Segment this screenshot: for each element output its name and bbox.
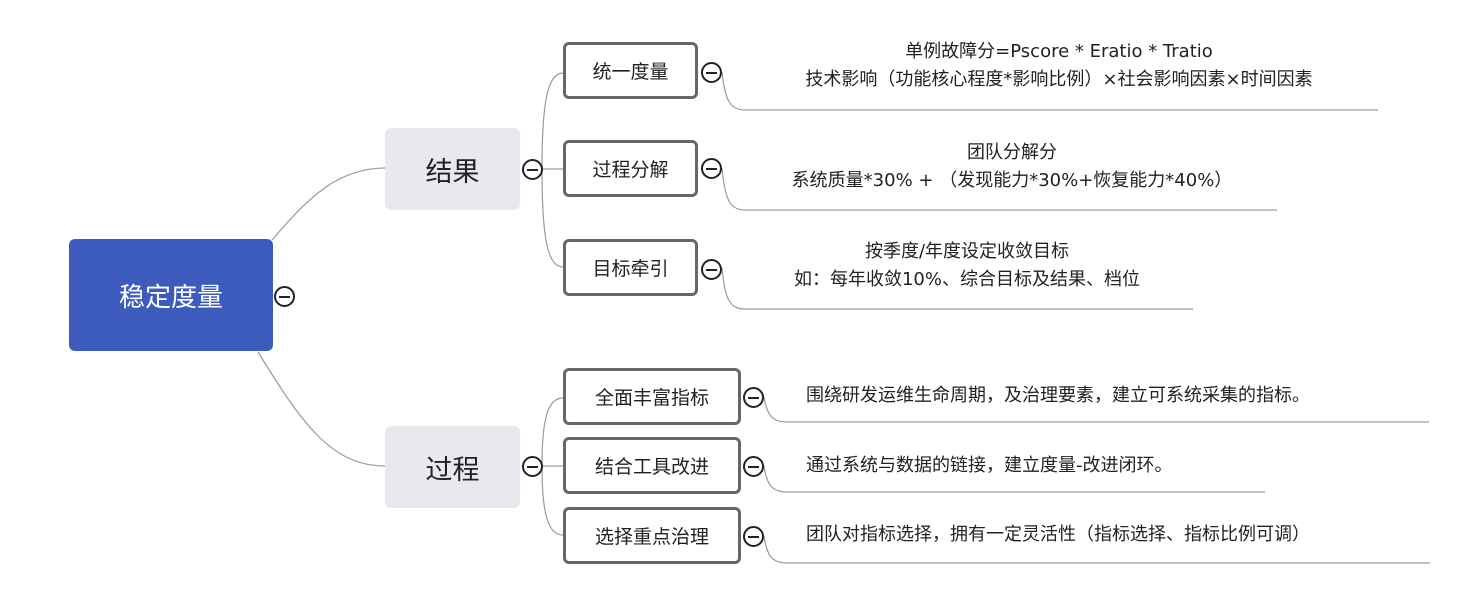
leaf-line: 如：每年收敛10%、综合目标及结果、档位 (793, 269, 1140, 290)
subnode-label: 统一度量 (592, 61, 669, 83)
underline-leaf-6 (763, 535, 1430, 564)
subnode-label: 过程分解 (592, 159, 669, 181)
leaf-line: 通过系统与数据的链接，建立度量-改进闭环。 (806, 455, 1173, 476)
connector-root-result (271, 167, 386, 241)
root-node[interactable]: 稳定度量 (69, 239, 273, 351)
connector-process-sub3 (541, 465, 564, 536)
leaf-key-governance: 团队对指标选择，拥有一定灵活性（指标选择、指标比例可调） (806, 521, 1310, 549)
subnode-rich-metrics[interactable]: 全面丰富指标 (563, 368, 741, 425)
connector-root-process (257, 351, 386, 467)
underline-leaf-5 (763, 465, 1265, 493)
leaf-line: 技术影响（功能核心程度*影响比例）×社会影响因素×时间因素 (805, 69, 1313, 90)
leaf-line: 按季度/年度设定收敛目标 (864, 241, 1070, 262)
connector-result-sub3 (541, 168, 564, 268)
connector-result-sub1 (541, 72, 564, 170)
collapse-icon[interactable] (274, 286, 295, 307)
collapse-icon[interactable] (701, 259, 722, 280)
root-label: 稳定度量 (118, 282, 223, 313)
collapse-icon[interactable] (701, 62, 722, 83)
underline-leaf-2 (721, 167, 1277, 211)
leaf-line: 团队分解分 (967, 142, 1057, 163)
subnode-unified-metric[interactable]: 统一度量 (563, 42, 698, 99)
leaf-line: 单例故障分=Pscore * Eratio * Tratio (905, 41, 1213, 62)
branch-process-label: 过程 (425, 454, 480, 486)
leaf-unified-metric: 单例故障分=Pscore * Eratio * Tratio 技术影响（功能核心… (757, 38, 1361, 94)
connector-process-sub1 (541, 397, 564, 467)
collapse-icon[interactable] (743, 456, 764, 477)
underline-leaf-3 (721, 267, 1193, 310)
subnode-label: 全面丰富指标 (594, 387, 709, 409)
branch-result[interactable]: 结果 (385, 128, 520, 210)
collapse-icon[interactable] (701, 158, 722, 179)
leaf-goal-traction: 按季度/年度设定收敛目标 如：每年收敛10%、综合目标及结果、档位 (757, 238, 1177, 294)
subnode-key-governance[interactable]: 选择重点治理 (563, 507, 741, 564)
leaf-line: 团队对指标选择，拥有一定灵活性（指标选择、指标比例可调） (806, 524, 1310, 545)
leaf-rich-metrics: 围绕研发运维生命周期，及治理要素，建立可系统采集的指标。 (806, 382, 1310, 410)
collapse-icon[interactable] (522, 456, 543, 477)
leaf-process-breakdown: 团队分解分 系统质量*30% + （发现能力*30%+恢复能力*40%） (757, 139, 1267, 195)
branch-result-label: 结果 (425, 156, 480, 188)
subnode-label: 目标牵引 (592, 258, 669, 280)
leaf-line: 系统质量*30% + （发现能力*30%+恢复能力*40%） (791, 170, 1233, 191)
subnode-label: 选择重点治理 (594, 526, 709, 548)
collapse-icon[interactable] (743, 387, 764, 408)
underline-leaf-4 (763, 396, 1429, 423)
branch-process[interactable]: 过程 (385, 426, 520, 508)
collapse-icon[interactable] (522, 159, 543, 180)
collapse-icon[interactable] (743, 526, 764, 547)
underline-leaf-1 (721, 71, 1378, 111)
leaf-line: 围绕研发运维生命周期，及治理要素，建立可系统采集的指标。 (806, 385, 1310, 406)
subnode-goal-traction[interactable]: 目标牵引 (563, 239, 698, 296)
subnode-tool-improvement[interactable]: 结合工具改进 (563, 437, 741, 494)
subnode-label: 结合工具改进 (594, 456, 709, 478)
leaf-tool-improvement: 通过系统与数据的链接，建立度量-改进闭环。 (806, 452, 1173, 480)
subnode-process-breakdown[interactable]: 过程分解 (563, 140, 698, 197)
